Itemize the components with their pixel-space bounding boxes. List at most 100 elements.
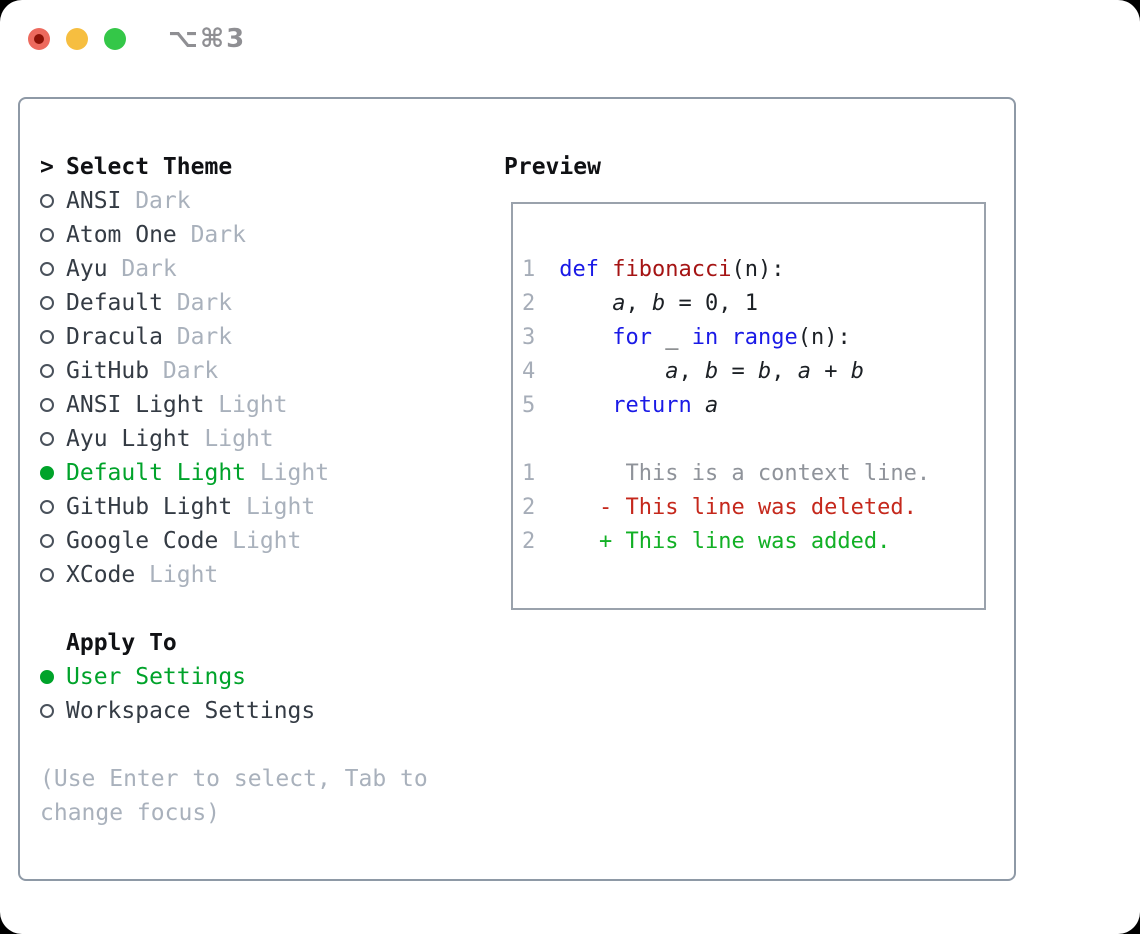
apply-to-option-row[interactable]: Workspace Settings [40,694,500,728]
code-token: for [612,325,652,350]
theme-variant: Light [218,392,288,418]
code-token [559,321,612,355]
focus-prompt-icon: > [40,154,54,180]
theme-name: XCode [66,562,136,588]
theme-name: Dracula [66,324,163,350]
theme-variant: Dark [162,358,219,384]
radio-icon [40,432,66,446]
theme-option-row[interactable]: Ayu Light Light [40,422,500,456]
theme-option-row[interactable]: Dracula Dark [40,320,500,354]
code-token: , [771,359,798,384]
code-token: a [665,359,679,384]
line-number: 2 [522,529,536,554]
theme-name: GitHub Light [66,494,233,520]
apply-to-option-row[interactable]: User Settings [40,660,500,694]
code-token: b [850,359,864,384]
hint-line-1: (Use Enter to select, Tab to [40,766,428,792]
theme-variant: Dark [190,222,246,248]
code-line: 5 return a [522,389,984,423]
radio-icon [40,364,66,378]
radio-icon [40,500,66,514]
theme-variant: Dark [176,324,233,350]
select-theme-header: > Select Theme [40,150,500,184]
theme-option-row[interactable]: XCode Light [40,558,500,592]
code-token: (n): [731,257,785,282]
theme-variant: Dark [135,188,191,214]
apply-to-title: Apply To [66,630,177,656]
code-token: + [810,359,851,384]
line-number: 1 [522,257,536,282]
code-token [559,389,612,423]
diff-line: 2 - This line was deleted. [522,491,984,525]
theme-variant: Dark [176,290,233,316]
code-token [559,525,599,559]
line-number: 5 [522,393,536,418]
theme-variant: Light [149,562,219,588]
radio-icon [40,262,66,276]
code-token [559,287,612,321]
radio-icon [40,534,66,548]
diff-line: 2 + This line was added. [522,525,984,559]
code-token: b [651,291,666,316]
theme-variant: Light [259,460,330,486]
select-theme-title: Select Theme [66,154,233,180]
theme-name: ANSI [66,188,122,214]
apply-to-label: User Settings [66,664,247,690]
theme-option-row[interactable]: GitHub Light Light [40,490,500,524]
code-token: def [559,257,613,282]
code-token: This is a context line. [559,461,931,486]
hint-line-2: change focus) [40,800,221,826]
spacer [40,592,500,626]
line-number: 4 [522,359,536,384]
code-token: - This line was deleted. [599,495,917,520]
theme-variant: Dark [121,256,177,282]
minimize-button[interactable] [66,28,88,50]
code-token: a [704,393,719,418]
apply-to-label: Workspace Settings [66,698,316,724]
radio-icon [40,228,66,242]
code-line: 2 a, b = 0, 1 [522,287,984,321]
theme-name: Atom One [66,222,177,248]
code-token: a [797,359,811,384]
code-token: + This line was added. [599,529,891,554]
line-number: 2 [522,495,536,520]
theme-name: Ayu Light [66,426,191,452]
code-token [718,321,731,355]
code-token: b [757,359,772,384]
title-bar: ⌥⌘3 [28,26,246,52]
theme-option-row[interactable]: Atom One Dark [40,218,500,252]
code-token: range [731,325,798,350]
code-token: = 0, 1 [665,291,758,316]
theme-name: GitHub [66,358,150,384]
preview-title: Preview [504,154,601,180]
theme-option-row[interactable]: ANSI Dark [40,184,500,218]
radio-icon [40,296,66,310]
radio-selected-icon [40,466,66,480]
zoom-button[interactable] [104,28,126,50]
radio-selected-icon [40,670,66,684]
close-dot-icon [34,34,44,44]
code-token [692,389,705,423]
close-button[interactable] [28,28,50,50]
code-token: in [691,325,719,350]
code-token: = [718,359,758,384]
theme-option-row[interactable]: GitHub Dark [40,354,500,388]
code-token: fibonacci [612,257,732,282]
theme-variant: Light [245,494,316,520]
theme-variant: Light [232,528,302,554]
theme-variant: Light [204,426,274,452]
line-number: 1 [522,461,536,486]
code-token: , [678,359,705,384]
code-token: return [612,393,692,418]
